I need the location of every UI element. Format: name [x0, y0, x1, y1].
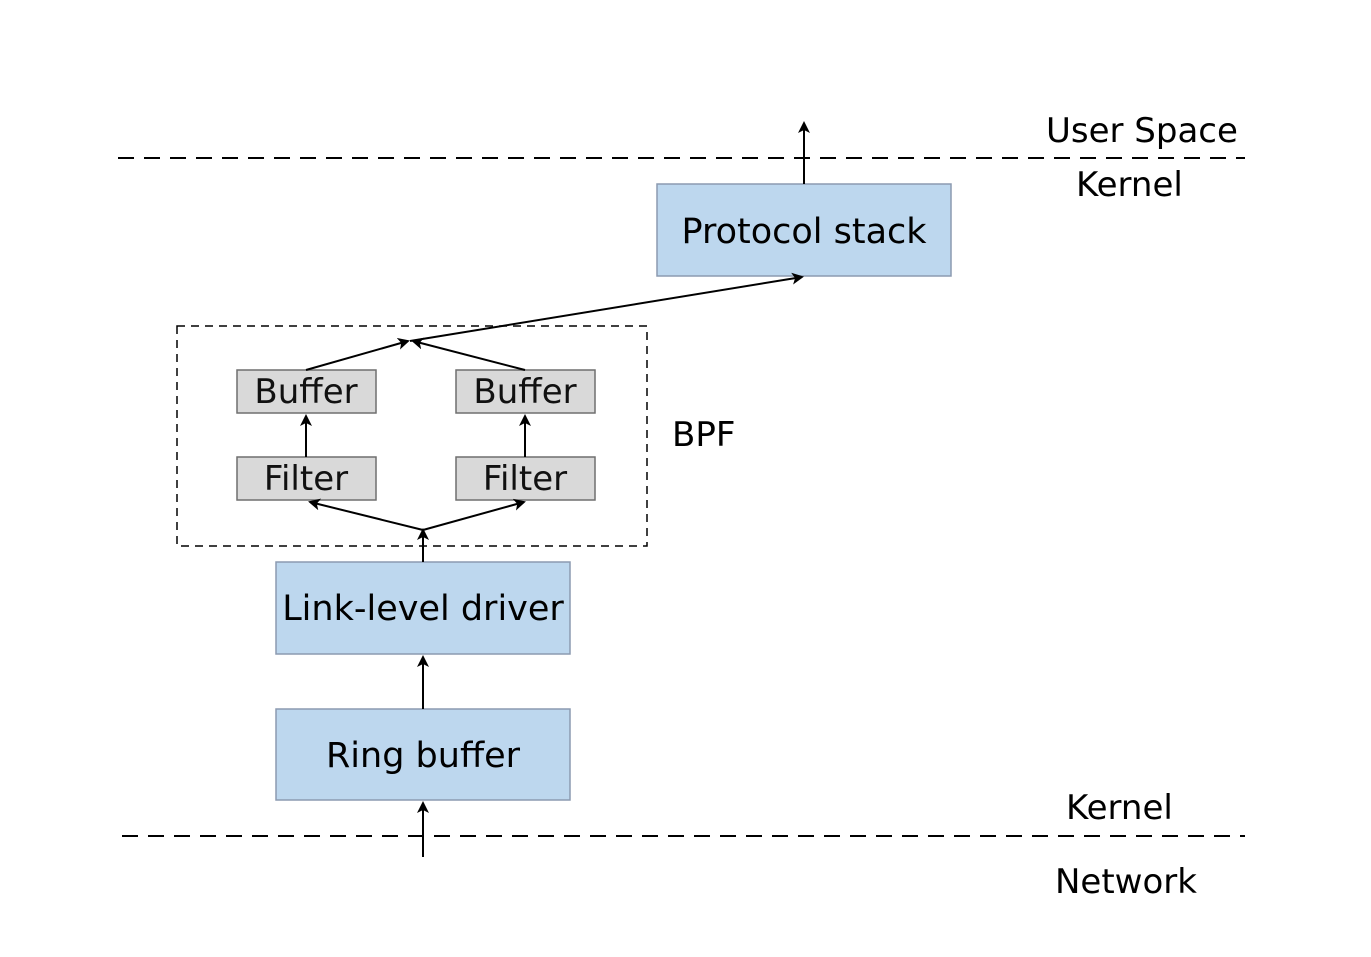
buffer-right-label: Buffer [473, 372, 576, 412]
bpf-label: BPF [672, 415, 735, 455]
filter-right-box: Filter [455, 456, 596, 501]
arrow-merge-to-protocol-stack [409, 272, 804, 342]
arrow-split-to-filter-left [308, 498, 424, 531]
protocol-stack-box: Protocol stack [656, 183, 952, 277]
kernel-top-label: Kernel [1076, 165, 1183, 205]
ring-buffer-label: Ring buffer [326, 736, 521, 776]
arrow-buffer-right-to-merge [411, 337, 526, 371]
filter-left-label: Filter [264, 459, 348, 499]
ring-buffer-box: Ring buffer [275, 708, 571, 801]
filter-left-box: Filter [236, 456, 377, 501]
kernel-bottom-label: Kernel [1066, 788, 1173, 828]
arrow-split-to-filter-right [422, 498, 526, 531]
buffer-right-box: Buffer [455, 369, 596, 414]
network-label: Network [1055, 862, 1197, 902]
filter-right-label: Filter [483, 459, 567, 499]
user-space-label: User Space [1046, 111, 1238, 151]
buffer-left-label: Buffer [254, 372, 357, 412]
protocol-stack-label: Protocol stack [681, 212, 927, 252]
bpf-container [176, 325, 648, 547]
buffer-left-box: Buffer [236, 369, 377, 414]
arrow-buffer-left-to-merge [305, 337, 410, 371]
link-level-driver-box: Link-level driver [275, 561, 571, 655]
link-level-driver-label: Link-level driver [282, 589, 564, 629]
